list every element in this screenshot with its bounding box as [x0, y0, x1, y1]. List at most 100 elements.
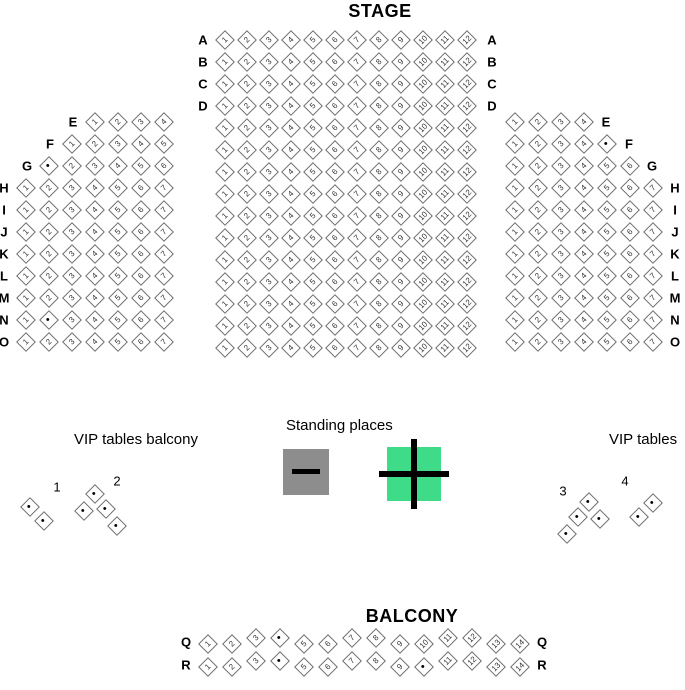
seat[interactable]: 7: [342, 651, 362, 671]
seat[interactable]: 12: [457, 294, 477, 314]
seat[interactable]: 3: [259, 140, 279, 160]
seat[interactable]: 2: [237, 30, 257, 50]
seat[interactable]: 6: [131, 288, 151, 308]
seat[interactable]: 3: [259, 52, 279, 72]
seat[interactable]: 5: [597, 310, 617, 330]
seat[interactable]: 9: [391, 74, 411, 94]
seat[interactable]: 10: [413, 184, 433, 204]
seat[interactable]: 4: [574, 156, 594, 176]
seat[interactable]: 3: [259, 162, 279, 182]
seat[interactable]: 2: [528, 112, 548, 132]
seat[interactable]: 4: [281, 118, 301, 138]
seat[interactable]: 8: [369, 96, 389, 116]
seat[interactable]: 1: [85, 112, 105, 132]
seat[interactable]: 1: [505, 156, 525, 176]
seat[interactable]: 1: [215, 162, 235, 182]
seat[interactable]: 6: [325, 140, 345, 160]
seat[interactable]: 5: [294, 657, 314, 677]
seat[interactable]: 3: [259, 74, 279, 94]
seat[interactable]: 7: [154, 266, 174, 286]
seat[interactable]: •: [107, 516, 127, 536]
seat[interactable]: 2: [237, 74, 257, 94]
seat[interactable]: 1: [16, 200, 36, 220]
seat[interactable]: 5: [303, 316, 323, 336]
seat[interactable]: 3: [551, 310, 571, 330]
seat[interactable]: 8: [366, 651, 386, 671]
seat[interactable]: 8: [369, 140, 389, 160]
seat[interactable]: 11: [435, 162, 455, 182]
seat[interactable]: 7: [347, 250, 367, 270]
seat[interactable]: 12: [457, 206, 477, 226]
seat[interactable]: 4: [85, 178, 105, 198]
seat[interactable]: 1: [16, 244, 36, 264]
seat[interactable]: 7: [347, 52, 367, 72]
seat[interactable]: 3: [551, 222, 571, 242]
seat[interactable]: 12: [457, 338, 477, 358]
seat[interactable]: 7: [154, 332, 174, 352]
seat[interactable]: 6: [325, 294, 345, 314]
seat[interactable]: 9: [391, 272, 411, 292]
seat[interactable]: 4: [85, 200, 105, 220]
seat[interactable]: 11: [435, 96, 455, 116]
seat[interactable]: 2: [528, 200, 548, 220]
seat[interactable]: 2: [39, 200, 59, 220]
seat[interactable]: 12: [457, 250, 477, 270]
seat[interactable]: 1: [505, 332, 525, 352]
seat[interactable]: 2: [237, 250, 257, 270]
seat[interactable]: 2: [528, 222, 548, 242]
seat[interactable]: 2: [39, 266, 59, 286]
seat[interactable]: 5: [303, 162, 323, 182]
seat[interactable]: 4: [574, 200, 594, 220]
seat[interactable]: 5: [303, 272, 323, 292]
seat[interactable]: 2: [222, 634, 242, 654]
seat[interactable]: 3: [551, 288, 571, 308]
seat[interactable]: 4: [574, 112, 594, 132]
seat[interactable]: 7: [347, 30, 367, 50]
seat[interactable]: 9: [391, 52, 411, 72]
seat[interactable]: 3: [259, 96, 279, 116]
seat[interactable]: 6: [325, 206, 345, 226]
seat[interactable]: 10: [413, 294, 433, 314]
seat[interactable]: 3: [259, 272, 279, 292]
seat[interactable]: 5: [597, 200, 617, 220]
seat[interactable]: 7: [154, 288, 174, 308]
seat[interactable]: 4: [281, 250, 301, 270]
seat[interactable]: 4: [574, 288, 594, 308]
seat[interactable]: 8: [366, 628, 386, 648]
seat[interactable]: 6: [131, 266, 151, 286]
seat[interactable]: 5: [303, 52, 323, 72]
seat[interactable]: 4: [574, 178, 594, 198]
seat[interactable]: •: [579, 492, 599, 512]
seat[interactable]: 11: [435, 30, 455, 50]
seat[interactable]: 2: [108, 112, 128, 132]
seat[interactable]: 6: [325, 30, 345, 50]
seat[interactable]: 7: [347, 140, 367, 160]
seat[interactable]: 2: [237, 162, 257, 182]
seat[interactable]: 1: [505, 134, 525, 154]
seat[interactable]: 8: [369, 74, 389, 94]
seat[interactable]: 3: [259, 30, 279, 50]
seat[interactable]: 6: [325, 316, 345, 336]
seat[interactable]: 1: [16, 222, 36, 242]
seat[interactable]: 1: [505, 178, 525, 198]
seat[interactable]: 10: [413, 272, 433, 292]
seat[interactable]: 6: [620, 310, 640, 330]
seat[interactable]: 11: [435, 118, 455, 138]
seat[interactable]: 6: [325, 184, 345, 204]
seat[interactable]: 1: [215, 272, 235, 292]
seat[interactable]: 6: [325, 118, 345, 138]
seat[interactable]: 2: [528, 134, 548, 154]
seat[interactable]: 2: [39, 178, 59, 198]
seat[interactable]: 2: [39, 244, 59, 264]
seat[interactable]: 6: [325, 338, 345, 358]
seat[interactable]: 5: [303, 338, 323, 358]
seat[interactable]: 2: [39, 222, 59, 242]
seat[interactable]: •: [270, 651, 290, 671]
seat[interactable]: 10: [413, 316, 433, 336]
seat[interactable]: 11: [435, 250, 455, 270]
seat[interactable]: 6: [620, 266, 640, 286]
seat[interactable]: 12: [457, 184, 477, 204]
seat[interactable]: 5: [108, 200, 128, 220]
seat[interactable]: 6: [131, 200, 151, 220]
seat[interactable]: •: [270, 628, 290, 648]
